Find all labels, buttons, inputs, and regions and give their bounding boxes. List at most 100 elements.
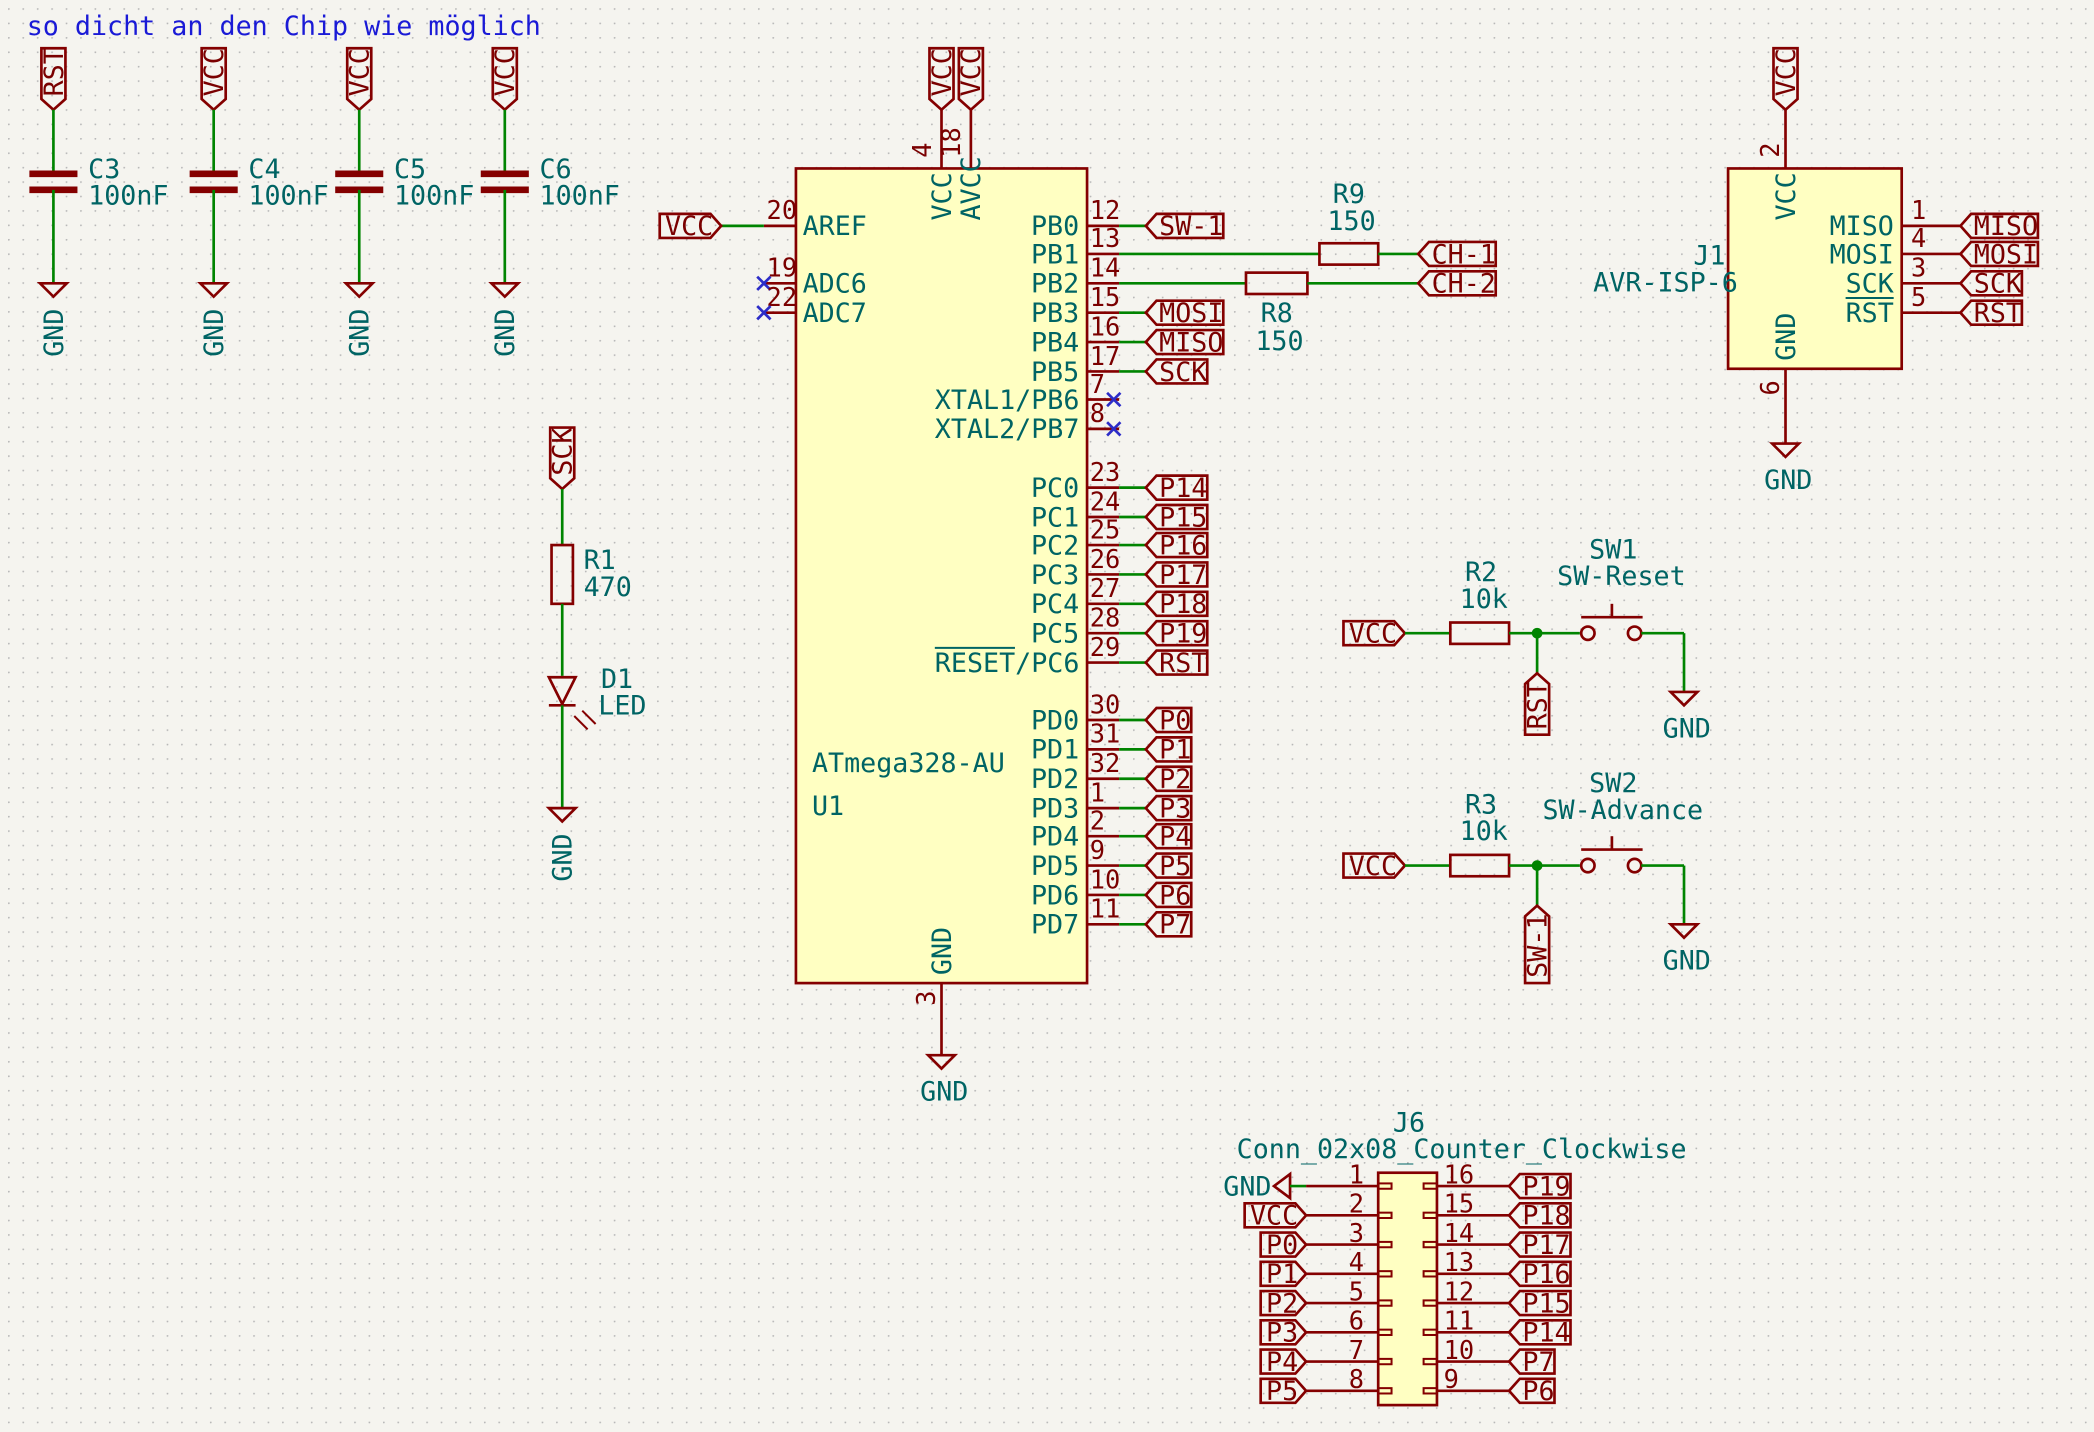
net-label-box <box>1259 1318 1308 1346</box>
net-label-box <box>1144 212 1225 240</box>
pin-name: PB5 <box>1031 357 1079 388</box>
ground-icon <box>197 281 231 299</box>
pin-stub <box>1422 1328 1438 1336</box>
pin-name: PB1 <box>1031 239 1079 270</box>
net-label: GND <box>1223 1171 1271 1202</box>
no-connect-icon <box>756 305 772 321</box>
net-label: P6 <box>1159 880 1191 911</box>
pin-number: 19 <box>767 253 798 283</box>
net-label-box <box>1144 706 1193 734</box>
sw2-value: SW-Advance <box>1542 795 1703 826</box>
pin-name: XTAL1/PB6 <box>935 385 1080 416</box>
pin-name: PB3 <box>1031 298 1079 329</box>
pin-name: PD3 <box>1031 793 1079 824</box>
net-label-box <box>1523 671 1551 737</box>
net-label: P0 <box>1266 1230 1298 1261</box>
pin-name: MISO <box>1830 211 1894 242</box>
net-label-box <box>957 46 985 112</box>
r9-ref: R9 <box>1333 179 1365 210</box>
pin-name: PD4 <box>1031 822 1079 853</box>
capacitor-ref: C6 <box>540 154 572 185</box>
net-label-box <box>1144 503 1209 531</box>
net-label: P0 <box>1159 705 1191 736</box>
pin-name: PC3 <box>1031 560 1079 591</box>
j6-body <box>1376 1171 1439 1407</box>
pin-number: 16 <box>1444 1159 1475 1189</box>
pin-number: 18 <box>936 127 966 158</box>
pin-number: 2 <box>1349 1189 1364 1219</box>
pin-name: PD7 <box>1031 910 1079 941</box>
net-label: CH-1 <box>1432 239 1496 270</box>
capacitor-value: 100nF <box>540 181 620 212</box>
ground-icon <box>342 281 376 299</box>
capacitor-ref: C3 <box>88 154 120 185</box>
net-label-box <box>1259 1231 1308 1258</box>
led-arrow-icon <box>573 715 589 731</box>
r3-ref: R3 <box>1465 789 1497 820</box>
ground-label: GND <box>199 309 230 357</box>
net-label: MISO <box>1159 327 1223 358</box>
net-label: MOSI <box>1159 298 1223 329</box>
net-label-box <box>1523 903 1551 985</box>
net-label-box <box>1342 619 1407 647</box>
pin-stub <box>1377 1182 1393 1190</box>
r8-ref: R8 <box>1261 298 1293 329</box>
drawing-layer: RSTGNDC3100nFVCCGNDC4100nFVCCGNDC5100nFV… <box>29 46 2040 1407</box>
net-label-box <box>1144 474 1209 501</box>
net-label: P19 <box>1522 1171 1570 1202</box>
pin-stub <box>1377 1357 1393 1366</box>
r2-value: 10k <box>1460 584 1508 615</box>
pin-stub <box>1422 1387 1438 1395</box>
net-label-box <box>1507 1231 1572 1258</box>
pin-name: AREF <box>803 211 867 242</box>
pin-number: 1 <box>1911 195 1926 225</box>
net-label: P4 <box>1159 822 1191 853</box>
j1-body <box>1726 167 1904 371</box>
net-label: P17 <box>1522 1230 1570 1261</box>
net-label-box <box>40 46 67 112</box>
net-label-box <box>1144 910 1193 938</box>
pin-stub <box>1422 1270 1438 1278</box>
net-label: P1 <box>1159 735 1191 766</box>
net-label: P2 <box>1266 1288 1298 1319</box>
net-label: P4 <box>1266 1347 1298 1378</box>
net-label: P7 <box>1159 910 1191 941</box>
pin-number: 25 <box>1090 514 1121 544</box>
sw1-value: SW-Reset <box>1557 561 1686 592</box>
net-label: SCK <box>548 427 579 475</box>
pin-stub <box>1422 1182 1438 1190</box>
pin-number: 9 <box>1444 1364 1459 1394</box>
ground-label: GND <box>920 1077 968 1108</box>
pin-number: 29 <box>1090 632 1121 662</box>
pin-name: PB2 <box>1031 269 1079 300</box>
pin-name: RST <box>1846 298 1894 329</box>
pin-number: 4 <box>1349 1247 1364 1277</box>
pin-number: 7 <box>1090 369 1105 399</box>
pin-name: VCC <box>927 172 958 220</box>
net-label-box <box>1507 1172 1572 1200</box>
net-label: VCC <box>345 48 376 96</box>
net-label: P14 <box>1159 473 1207 504</box>
capacitor-ref: C5 <box>394 154 426 185</box>
net-label: P18 <box>1159 589 1207 620</box>
net-label: SW-1 <box>1159 211 1223 242</box>
pin-number: 14 <box>1090 253 1121 283</box>
r9-value: 150 <box>1327 206 1375 237</box>
pin-stub <box>1422 1299 1438 1307</box>
j6-ref: J6 <box>1393 1107 1425 1138</box>
d1-ref: D1 <box>601 664 633 695</box>
pin-name: PB4 <box>1031 327 1079 358</box>
ground-icon <box>1667 690 1701 708</box>
pin-number: 22 <box>767 282 798 312</box>
net-label-box <box>1259 1377 1308 1405</box>
pin-stub <box>1377 1387 1393 1395</box>
net-label: VCC <box>956 48 987 96</box>
pin-name: PD0 <box>1031 705 1079 736</box>
net-label: P7 <box>1522 1347 1554 1378</box>
net-label-box <box>1507 1377 1556 1405</box>
pin-name: PC5 <box>1031 619 1079 650</box>
pin-name: PC4 <box>1031 589 1079 620</box>
switch-icon <box>1579 625 1596 642</box>
net-label-box <box>1243 1201 1308 1229</box>
net-label: VCC <box>1349 851 1397 882</box>
